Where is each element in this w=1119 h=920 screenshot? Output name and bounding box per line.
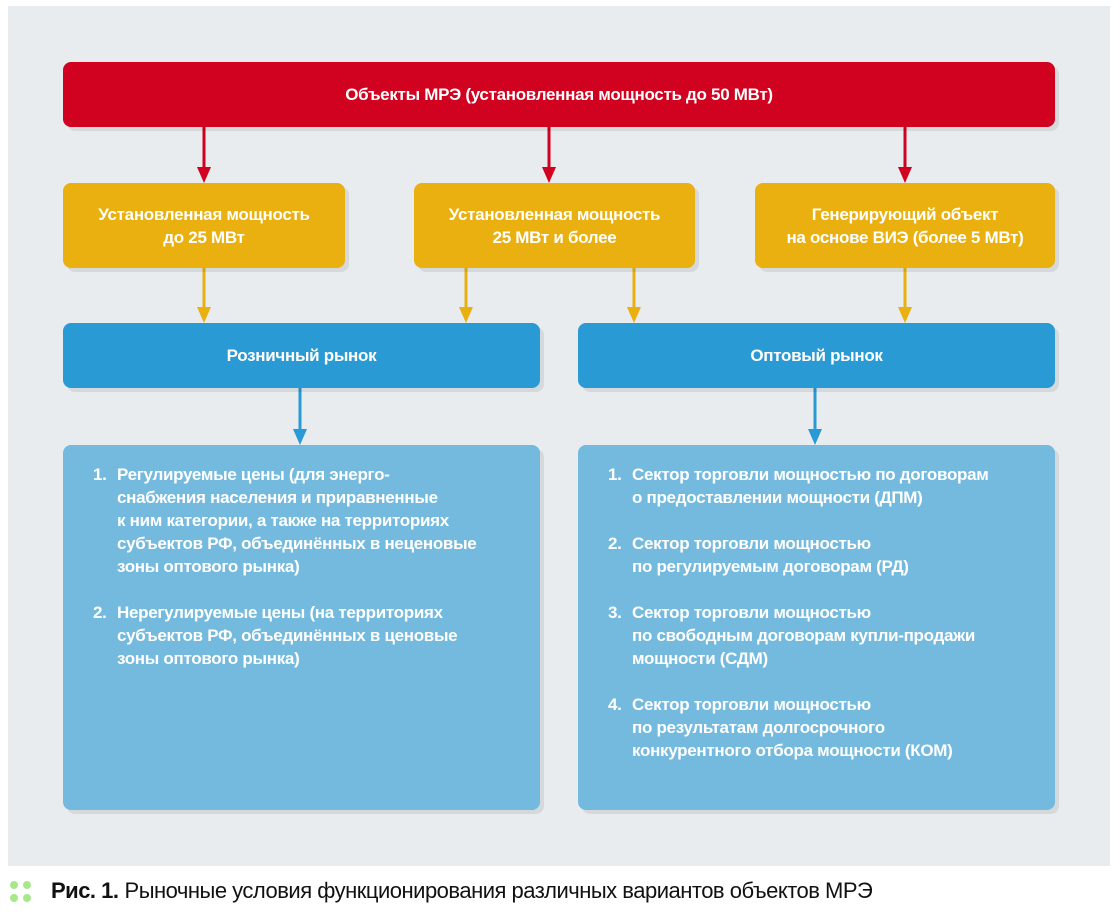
category-line: Установленная мощность [448, 204, 661, 224]
category-line: 25 МВт и более [492, 227, 617, 247]
retail-details-box: 1. Регулируемые цены (для энерго-снабжени… [63, 445, 540, 810]
list-item: 4. Сектор торговли мощностью по результата… [608, 693, 989, 762]
item-line: Регулируемые цены (для энерго- [117, 465, 390, 484]
item-line: снабжения населения и приравненные [117, 488, 438, 507]
caption-label: Рис. 1. [51, 878, 119, 903]
item-line: Сектор торговли мощностью по договорам [632, 465, 989, 484]
item-number: 3. [608, 603, 622, 622]
arrow-down-icon [898, 127, 912, 183]
retail-market-box: Розничный рынок [63, 323, 540, 388]
retail-market-label: Розничный рынок [226, 346, 377, 365]
item-line: Нерегулируемые цены (на территориях [117, 603, 443, 622]
category-line: Установленная мощность [98, 204, 310, 224]
item-line: по результатам долгосрочного [632, 718, 885, 737]
item-line: мощности (СДМ) [632, 649, 768, 668]
category-line: Генерирующий объект [811, 204, 999, 224]
list-item: 2. Сектор торговли мощностью по регулируем… [608, 532, 989, 578]
arrow-down-icon [542, 127, 556, 183]
arrow-down-icon [197, 127, 211, 183]
category-box-up-to-25mw: Установленная мощность до 25 МВт [63, 183, 345, 268]
item-line: зоны оптового рынка) [117, 649, 300, 668]
item-line: конкурентного отбора мощности (КОМ) [632, 741, 953, 760]
item-line: о предоставлении мощности (ДПМ) [632, 488, 923, 507]
list-item: 3. Сектор торговли мощностью по свободным … [608, 601, 989, 670]
item-number: 2. [93, 603, 107, 622]
item-line: субъектов РФ, объединённых в неценовые [117, 534, 477, 553]
category-line: до 25 МВт [163, 227, 245, 247]
item-line: Сектор торговли мощностью [632, 695, 871, 714]
category-box-25mw-plus: Установленная мощность 25 МВт и более [414, 183, 695, 268]
category-line: на основе ВИЭ (более 5 МВт) [786, 227, 1024, 247]
item-number: 4. [608, 695, 622, 714]
item-line: по регулируемым договорам (РД) [632, 557, 909, 576]
category-box-res: Генерирующий объект на основе ВИЭ (более … [755, 183, 1055, 268]
item-line: к ним категории, а также на территориях [117, 511, 449, 530]
item-line: зоны оптового рынка) [117, 557, 300, 576]
top-box-mre-objects: Объекты МРЭ (установленная мощность до 5… [63, 62, 1055, 127]
caption-text: Рыночные условия функционирования различ… [124, 878, 873, 903]
bullet-dots-icon [10, 880, 31, 902]
item-number: 1. [608, 465, 622, 484]
arrow-down-icon [459, 268, 473, 323]
wholesale-market-label: Оптовый рынок [750, 346, 883, 365]
arrow-down-icon [197, 268, 211, 323]
item-line: Сектор торговли мощностью [632, 603, 871, 622]
arrow-down-icon [898, 268, 912, 323]
arrow-down-icon [627, 268, 641, 323]
item-line: по свободным договорам купли-продажи [632, 626, 976, 645]
list-item: 1. Сектор торговли мощностью по договорам… [608, 463, 989, 509]
wholesale-details-box: 1. Сектор торговли мощностью по договорам… [578, 445, 1055, 810]
item-line: Сектор торговли мощностью [632, 534, 871, 553]
item-number: 2. [608, 534, 622, 553]
figure-caption: Рис. 1. Рыночные условия функционировани… [10, 878, 873, 904]
arrow-down-icon [293, 388, 307, 445]
list-item: 2. Нерегулируемые цены (на территориях суб… [93, 601, 476, 670]
item-line: субъектов РФ, объединённых в ценовые [117, 626, 458, 645]
item-number: 1. [93, 465, 107, 484]
wholesale-market-box: Оптовый рынок [578, 323, 1055, 388]
arrow-down-icon [808, 388, 822, 445]
top-box-label: Объекты МРЭ (установленная мощность до 5… [345, 85, 773, 104]
list-item: 1. Регулируемые цены (для энерго-снабжени… [93, 463, 477, 578]
